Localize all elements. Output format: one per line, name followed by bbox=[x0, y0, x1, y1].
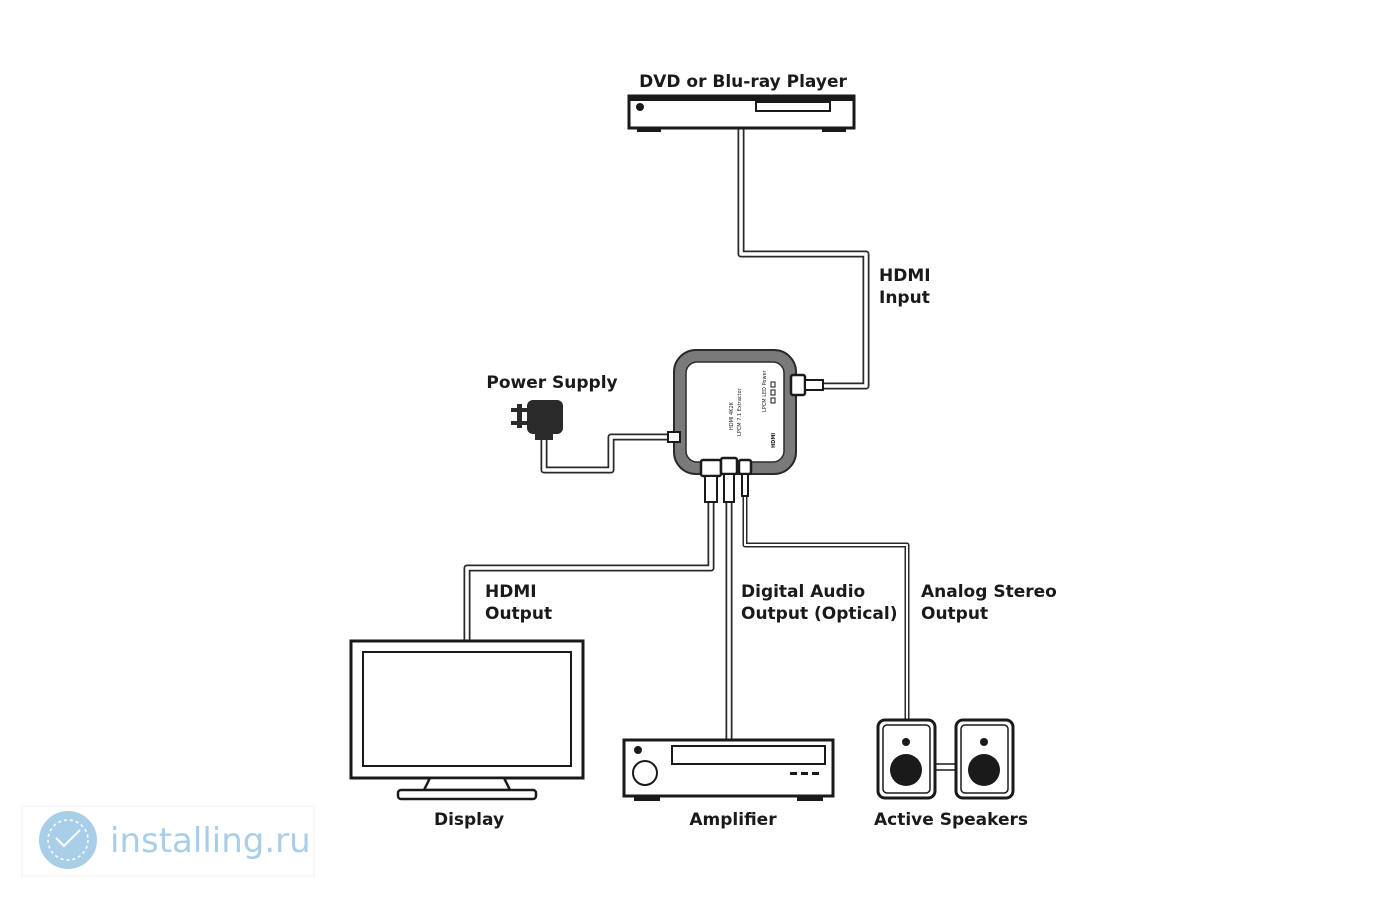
digital-audio-label: Digital Audio Output (Optical) bbox=[741, 582, 898, 624]
power-supply-label: Power Supply bbox=[486, 373, 617, 393]
extractor-model-line-1: HDMI 4K2K bbox=[729, 401, 735, 430]
led-2 bbox=[770, 389, 776, 396]
digital-audio-label-line-2: Output (Optical) bbox=[741, 604, 898, 624]
amplifier-display-panel bbox=[671, 745, 826, 765]
display-screen bbox=[362, 651, 572, 767]
led-3 bbox=[770, 397, 776, 404]
power-plug bbox=[667, 431, 681, 443]
analog-stereo-label: Analog Stereo Output bbox=[921, 582, 1063, 624]
amplifier-volume-knob bbox=[632, 760, 658, 786]
power-cable bbox=[540, 433, 680, 474]
hdmi-input-cable bbox=[737, 128, 870, 390]
watermark: installing.ru bbox=[21, 805, 315, 877]
hdmi-input-label: HDMI Input bbox=[879, 266, 937, 308]
player-device bbox=[627, 94, 856, 132]
speaker-left-woofer bbox=[890, 754, 922, 786]
amplifier-device bbox=[622, 738, 835, 801]
optical-plug bbox=[719, 456, 739, 476]
player-power-dot bbox=[636, 103, 644, 111]
speaker-right bbox=[954, 718, 1015, 800]
hdmi-output-label: HDMI Output bbox=[485, 582, 552, 624]
extractor-device: HDMI 4K2K LPCM 7.1 Extractor LPCM LED Po… bbox=[667, 349, 824, 503]
hdmi-input-label-line-2: Input bbox=[879, 288, 930, 308]
hdmi-input-label-line-1: HDMI bbox=[879, 266, 931, 286]
amplifier-power-dot bbox=[634, 746, 642, 754]
hdmi-output-cable bbox=[463, 500, 715, 642]
extractor-model-line-2: LPCM 7.1 Extractor bbox=[737, 387, 743, 436]
analog-stereo-label-line-2: Output bbox=[921, 604, 988, 624]
amplifier-label: Amplifier bbox=[689, 810, 777, 830]
speakers-label: Active Speakers bbox=[874, 810, 1028, 830]
speaker-right-woofer bbox=[968, 754, 1000, 786]
analog-stereo-label-line-1: Analog Stereo bbox=[921, 582, 1057, 602]
hdmi-logo: HDMI bbox=[771, 433, 777, 448]
watermark-text: installing.ru bbox=[110, 821, 311, 861]
hdmi-input-plug bbox=[789, 373, 807, 397]
display-label: Display bbox=[434, 810, 504, 830]
analog-plug bbox=[737, 458, 753, 476]
display-stand bbox=[396, 788, 538, 801]
led-1 bbox=[770, 381, 776, 388]
display-device bbox=[349, 639, 585, 801]
hdmi-output-label-line-1: HDMI bbox=[485, 582, 537, 602]
player-disc-tray bbox=[755, 101, 831, 112]
extractor-indicator-text: LPCM LED Power bbox=[762, 369, 768, 412]
hdmi-output-label-line-2: Output bbox=[485, 604, 552, 624]
analog-cable bbox=[742, 495, 910, 722]
hdmi-output-plug bbox=[699, 458, 723, 478]
digital-audio-label-line-1: Digital Audio bbox=[741, 582, 865, 602]
speakers-device bbox=[876, 718, 1015, 800]
power-adapter bbox=[511, 400, 563, 440]
player-label: DVD or Blu-ray Player bbox=[639, 72, 847, 92]
speaker-left bbox=[876, 718, 937, 800]
